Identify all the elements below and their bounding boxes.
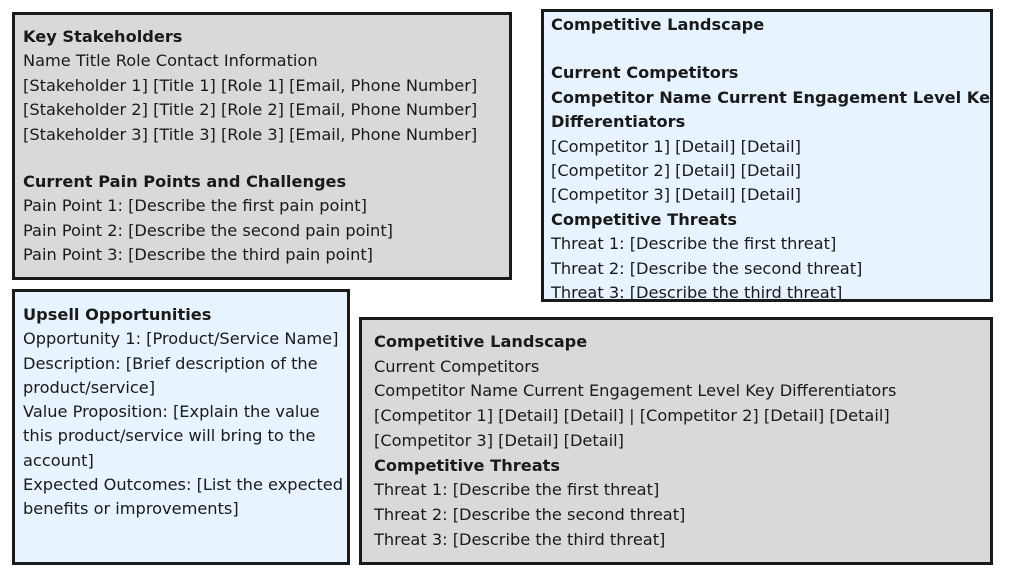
- competitors-table-header: Competitor Name Current Engagement Level…: [551, 87, 993, 107]
- threat-item: Threat 2: [Describe the second threat]: [374, 504, 686, 524]
- competitive-landscape-panel-top: Competitive Landscape Current Competitor…: [541, 9, 993, 302]
- pain-point-item: Pain Point 3: [Describe the third pain p…: [23, 245, 373, 265]
- threat-item: Threat 2: [Describe the second threat]: [551, 258, 863, 278]
- competitive-threats-title: Competitive Threats: [551, 209, 737, 229]
- pain-point-item: Pain Point 1: [Describe the first pain p…: [23, 196, 367, 216]
- competitor-row: [Competitor 3] [Detail] [Detail]: [551, 185, 801, 205]
- stakeholder-row: [Stakeholder 2] [Title 2] [Role 2] [Emai…: [23, 100, 478, 120]
- threat-item: Threat 3: [Describe the third threat]: [551, 283, 843, 302]
- competitive-threats-title: Competitive Threats: [374, 455, 560, 475]
- upsell-opportunities-title: Upsell Opportunities: [23, 305, 212, 324]
- upsell-item: Expected Outcomes: [List the expected be…: [23, 475, 344, 519]
- threat-item: Threat 1: [Describe the first threat]: [374, 480, 660, 500]
- key-stakeholders-panel: Key Stakeholders Name Title Role Contact…: [12, 12, 512, 280]
- competitor-row: [Competitor 1] [Detail] [Detail]: [551, 136, 801, 156]
- current-competitors-title: Current Competitors: [551, 63, 739, 83]
- threat-item: Threat 3: [Describe the third threat]: [374, 529, 666, 549]
- pain-points-title: Current Pain Points and Challenges: [23, 172, 347, 192]
- upsell-item: Description: [Brief description of the p…: [23, 353, 318, 397]
- stakeholder-row: [Stakeholder 3] [Title 3] [Role 3] [Emai…: [23, 124, 478, 144]
- threat-item: Threat 1: [Describe the first threat]: [551, 234, 837, 254]
- competitor-row: [Competitor 2] [Detail] [Detail]: [551, 161, 801, 181]
- competitor-row: [Competitor 1] [Detail] [Detail] | [Comp…: [374, 406, 890, 426]
- pain-point-item: Pain Point 2: [Describe the second pain …: [23, 220, 393, 240]
- competitor-row: [Competitor 3] [Detail] [Detail]: [374, 430, 624, 450]
- competitive-landscape-title: Competitive Landscape: [374, 332, 588, 351]
- stakeholders-table-header: Name Title Role Contact Information: [23, 51, 318, 71]
- spacer: [551, 37, 990, 61]
- upsell-item: Opportunity 1: [Product/Service Name]: [23, 329, 339, 349]
- competitive-landscape-title: Competitive Landscape: [551, 15, 765, 34]
- current-competitors-label: Current Competitors: [374, 356, 540, 376]
- competitors-table-header: Competitor Name Current Engagement Level…: [374, 381, 897, 401]
- key-stakeholders-title: Key Stakeholders: [23, 27, 183, 46]
- upsell-opportunities-panel: Upsell Opportunities Opportunity 1: [Pro…: [12, 289, 350, 565]
- stakeholder-row: [Stakeholder 1] [Title 1] [Role 1] [Emai…: [23, 75, 478, 95]
- competitive-landscape-panel-bottom: Competitive Landscape Current Competitor…: [359, 317, 993, 565]
- upsell-item: Value Proposition: [Explain the value th…: [23, 402, 320, 470]
- competitors-table-header-cont: Differentiators: [551, 112, 686, 132]
- spacer: [23, 147, 509, 170]
